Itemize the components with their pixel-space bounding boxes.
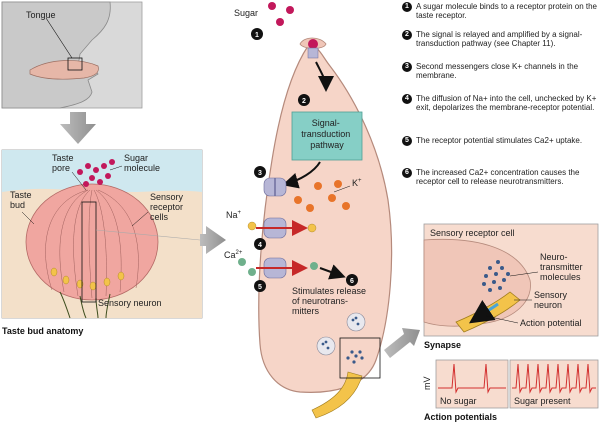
step-2-text: The signal is relayed and amplified by a… [416,30,583,49]
step-3-text: Second messengers close K+ channels in t… [416,62,579,81]
step-5-number: 5 [402,136,412,146]
svg-text:6: 6 [350,278,354,285]
diagram-number-6: 6 [346,274,358,286]
step-5-text: The receptor potential stimulates Ca2+ u… [416,136,583,145]
synapse-panel: Sensory receptor cell Neuro- transmitter… [423,223,599,337]
taste-bud-label: Taste bud [10,190,34,210]
sugar-molecules-left [77,159,115,187]
svg-text:2: 2 [302,98,306,105]
arrow-receptor-to-pathway [315,61,334,92]
sensory-neuron-left-label-group: Sensory neuron [98,298,162,308]
k-leader [333,185,351,193]
action-potentials-caption: Action potentials [424,412,497,422]
synapse-neurotransmitters [482,260,510,292]
taste-pore-label-group: Taste pore [52,153,87,191]
synapse-zoom-box [339,337,381,379]
action-potentials-panel: mV No sugar Sugar present [422,359,599,409]
action-potential-arrow [469,300,499,324]
ca-ion-inside [310,262,318,270]
sensory-receptor-cell-label: Sensory receptor cell [430,228,515,238]
tongue-shape [29,60,99,80]
ca-ion-outside-2 [248,268,256,276]
sugar-molecules-free [268,2,294,26]
receptor-cell: Sugar 1 2 Signal- transduction pathway 3 [224,2,393,419]
taste-bud-label-group: Taste bud [10,190,35,225]
mv-axis-label: mV [422,377,432,391]
diagram-number-5: 5 [254,280,266,292]
sugar-present-label: Sugar present [514,396,571,406]
zoom-guide-line [95,229,201,241]
sensory-receptor-cells-label-group: Sensory receptor cells [131,192,186,227]
step-4-number: 4 [402,94,412,104]
sugar-molecule-label-group: Sugar molecule [109,153,160,173]
arrow-ca-to-release [319,264,346,280]
k-channel [263,177,287,197]
taste-pore-label: Taste pore [52,153,76,173]
step-3-number: 3 [402,62,412,72]
step-6-number: 6 [402,168,412,178]
sugar-molecule-label: Sugar molecule [124,153,160,173]
sugar-label: Sugar [234,8,258,18]
svg-text:1: 1 [255,32,259,39]
diagram-number-4: 4 [254,238,266,250]
vesicle-1 [346,312,366,332]
released-neurotransmitters [346,350,364,364]
ca-ion-outside-1 [238,258,246,266]
head-profile-panel: Tongue [1,1,143,109]
signal-transduction-box [291,111,363,161]
no-sugar-trace-panel [435,359,509,409]
receptor-protein [307,39,319,59]
ca-2plus-label: Ca2+ [224,250,243,260]
sensory-receptor-cells-label: Sensory receptor cells [150,192,186,222]
zoom-arrow-synapse [384,328,420,358]
sensory-neuron-left-label: Sensory neuron [98,298,162,308]
taste-bud-body [25,183,159,301]
na-ion-outside [247,221,257,231]
svg-text:3: 3 [258,170,262,177]
svg-text:5: 5 [258,284,262,291]
step-1-text: A sugar molecule binds to a receptor pro… [416,2,597,21]
receptor-protein-body [307,47,319,59]
action-potential-label: Action potential [520,318,582,328]
center-sensory-neuron [311,371,363,419]
na-ion-inside [307,223,317,233]
stimulates-release-label: Stimulates release of neurotrans- mitter… [292,286,369,316]
tongue-leader [45,17,73,59]
cell-zoom-box [81,201,97,303]
sugar-present-trace [512,363,596,394]
no-sugar-trace [438,363,506,394]
signal-transduction-label: Signal- transduction pathway [301,118,353,150]
k-ions [294,180,350,212]
zoom-arrow-right [200,226,226,254]
zoom-arrow-down [60,112,96,144]
receptor-nuclei [50,267,125,291]
k-plus-label: K+ [352,178,362,188]
diagram-number-1: 1 [251,28,263,40]
neurotransmitter-leader [509,271,539,277]
bound-sugar [308,39,318,49]
taste-bud-panel: Taste pore Sugar molecule Taste bud Sens… [1,149,203,319]
sensory-neuron-right-label: Sensory neuron [534,290,570,310]
diagram-number-2: 2 [298,94,310,106]
vesicle-2 [316,336,336,356]
step-2-number: 2 [402,30,412,40]
taste-bud-anatomy-caption: Taste bud anatomy [2,326,83,336]
step-4-text: The diffusion of Na+ into the cell, unch… [416,94,597,113]
tongue-zoom-box [67,57,83,71]
arrow-pathway-to-channel [282,161,321,189]
diagram-number-3: 3 [254,166,266,178]
na-plus-label: Na+ [226,210,242,220]
no-sugar-label: No sugar [440,396,477,406]
synapse-caption: Synapse [424,340,461,350]
step-6-text: The increased Ca2+ concentration causes … [416,168,580,187]
sugar-present-trace-panel [509,359,599,409]
tongue-label: Tongue [26,10,56,20]
neurotransmitter-molecules-label: Neuro- transmitter molecules [540,252,585,282]
step-1-number: 1 [402,2,412,12]
action-potential-leader [485,315,519,324]
svg-text:4: 4 [258,242,262,249]
